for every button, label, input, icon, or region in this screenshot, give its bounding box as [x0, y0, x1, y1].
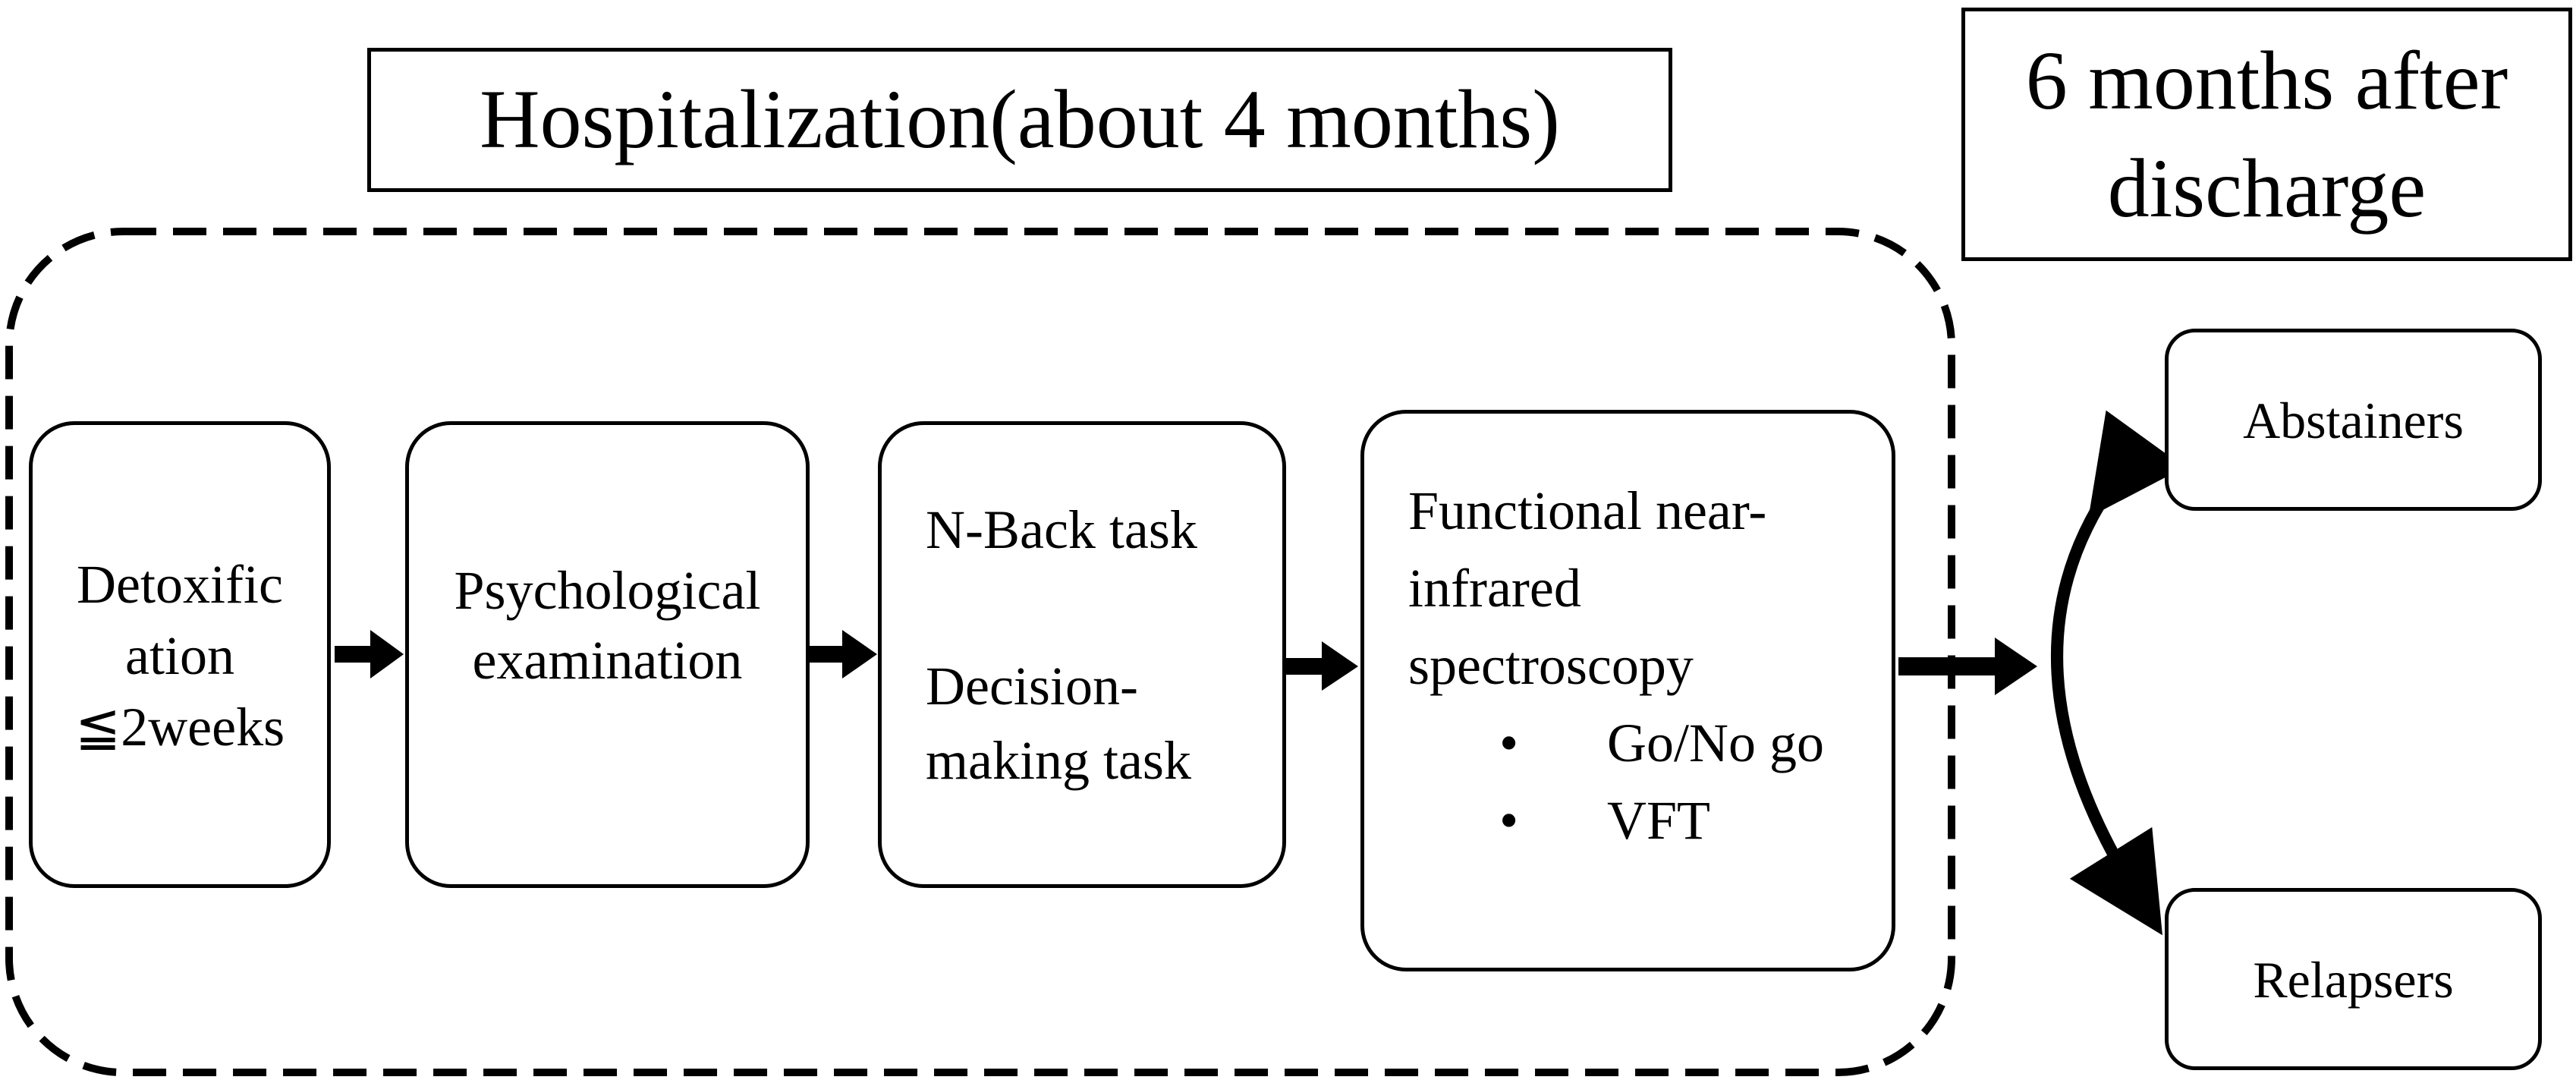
tasks-line2: Decision- [926, 656, 1138, 716]
outcome-relapsers: Relapsers [2165, 888, 2542, 1070]
after-discharge-line1: 6 months after [2025, 34, 2508, 127]
fnirs-line3: spectroscopy [1408, 635, 1694, 696]
arrow-fnirs-to-outcomes [1898, 638, 2037, 695]
step-detoxification: Detoxific ation ≦2weeks [29, 421, 331, 888]
fnirs-bullet2-dot: • [1499, 790, 1519, 851]
arrow-psych-to-tasks [807, 630, 877, 679]
relapsers-label: Relapsers [2253, 951, 2454, 1009]
fnirs-bullet2: VFT [1607, 790, 1711, 851]
after-discharge-box: 6 months after discharge [1961, 8, 2572, 261]
hospitalization-title-box: Hospitalization(about 4 months) [367, 48, 1672, 192]
detox-line3: ≦2weeks [74, 697, 285, 757]
hospitalization-region [5, 228, 1955, 1076]
tasks-line1: N-Back task [926, 499, 1197, 560]
step-fnirs: Functional near- infrared spectroscopy •… [1360, 410, 1895, 971]
detox-line2: ation [125, 625, 234, 686]
outcome-abstainers: Abstainers [2165, 329, 2542, 511]
step-psychological-examination: Psychological examination [405, 421, 810, 888]
fnirs-line2: infrared [1408, 558, 1581, 619]
psych-line1: Psychological [454, 560, 761, 621]
after-discharge-line2: discharge [2107, 142, 2427, 235]
fnirs-bullet1-dot: • [1499, 713, 1519, 773]
step-behavioral-tasks: N-Back task Decision- making task [878, 421, 1286, 888]
fnirs-bullet1: Go/No go [1607, 713, 1824, 773]
hospitalization-title: Hospitalization(about 4 months) [480, 73, 1560, 165]
arrow-detox-to-psych [335, 630, 404, 679]
outcome-split-arrow [2051, 410, 2185, 936]
fnirs-line1: Functional near- [1408, 480, 1767, 541]
detox-line1: Detoxific [77, 554, 283, 615]
arrow-tasks-to-fnirs [1286, 641, 1358, 691]
tasks-line3: making task [926, 730, 1191, 791]
psych-line2: examination [472, 630, 743, 691]
abstainers-label: Abstainers [2243, 392, 2464, 449]
